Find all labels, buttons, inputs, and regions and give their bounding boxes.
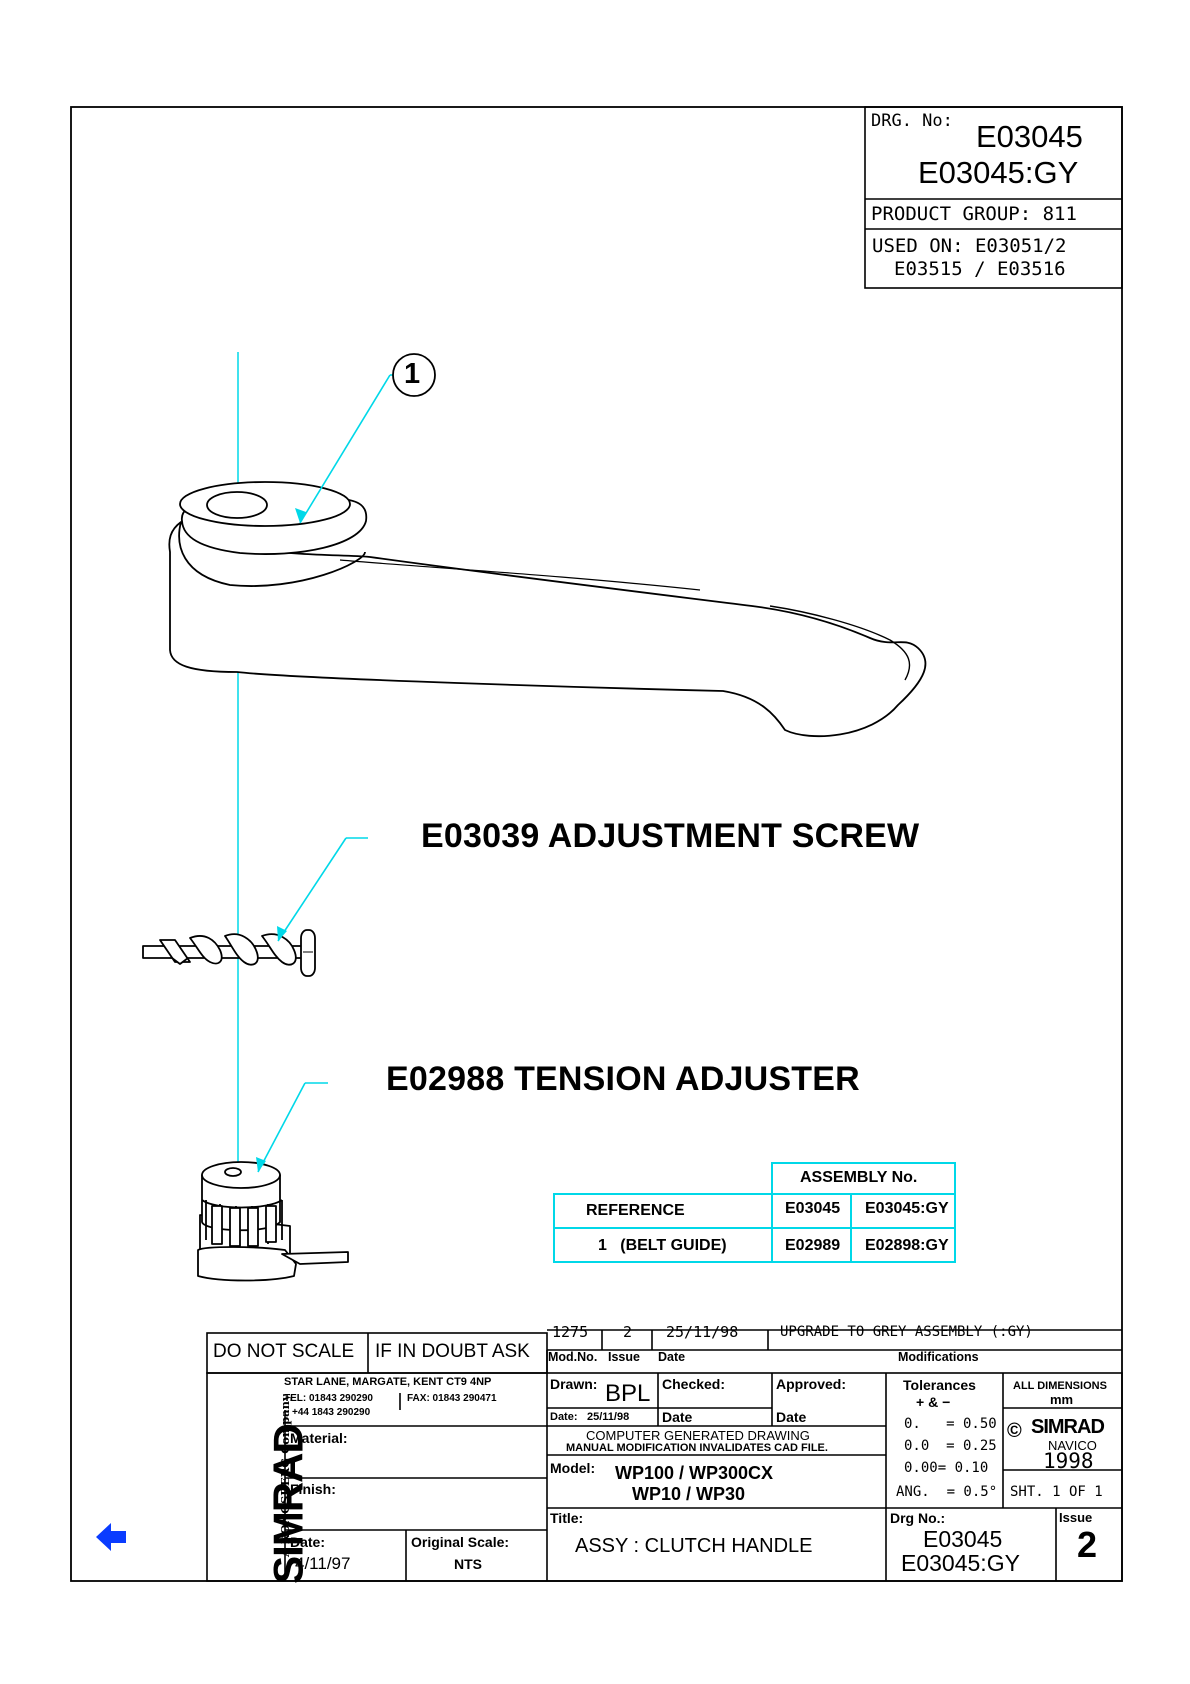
- assembly-table-lines: [553, 1162, 956, 1263]
- part-label-screw: E03039 ADJUSTMENT SCREW: [421, 817, 920, 855]
- used-on-line-2: E03515 / E03516: [894, 258, 1066, 280]
- do-not-scale: DO NOT SCALE: [213, 1341, 355, 1362]
- leader-arrowheads: [256, 508, 306, 1172]
- company-address: STAR LANE, MARGATE, KENT CT9 4NP: [284, 1376, 492, 1388]
- assembly-cell: E03045: [785, 1200, 841, 1217]
- drg-no-label-bottom: Drg No.:: [890, 1510, 946, 1526]
- used-on-line-1: USED ON: E03051/2: [872, 235, 1067, 257]
- drawn-date: 25/11/98: [587, 1411, 630, 1423]
- drawn-by: BPL: [605, 1380, 651, 1407]
- manual-modification-note: MANUAL MODIFICATION INVALIDATES CAD FILE…: [566, 1442, 828, 1454]
- back-arrow-button[interactable]: [92, 1518, 130, 1556]
- if-in-doubt-ask: IF IN DOUBT ASK: [375, 1341, 530, 1362]
- sheet-number: SHT. 1 OF 1: [1010, 1484, 1103, 1500]
- checked-label: Checked:: [662, 1376, 726, 1392]
- tolerance-2dp: 0.00= 0.10: [904, 1460, 989, 1476]
- assembly-cell: E02989: [785, 1237, 841, 1254]
- model-line-2: WP10 / WP30: [632, 1484, 746, 1504]
- drg-number-box-lines: [864, 106, 1123, 289]
- approved-label: Approved:: [776, 1376, 846, 1392]
- mod-no-header: Mod.No.: [548, 1350, 598, 1364]
- tension-adjuster-drawing: [197, 1161, 349, 1282]
- item-balloon-number: 1: [404, 358, 421, 390]
- tolerances-title: Tolerances: [903, 1377, 976, 1393]
- assembly-cell: E03045:GY: [865, 1200, 949, 1217]
- title-block-lines: [206, 1329, 1123, 1582]
- drg-number-primary: E03045: [976, 119, 1083, 154]
- approved-date-label: Date: [776, 1409, 807, 1425]
- tolerance-0dp: 0. = 0.50: [904, 1416, 997, 1432]
- date-header: Date: [658, 1350, 686, 1364]
- back-arrow-icon: [96, 1523, 126, 1551]
- leader-lines: [257, 374, 398, 1173]
- issue-label: Issue: [1059, 1510, 1093, 1525]
- drg-number-bottom-2: E03045:GY: [901, 1550, 1020, 1576]
- product-group: PRODUCT GROUP: 811: [871, 203, 1077, 225]
- mod-description: UPGRADE TO GREY ASSEMBLY (:GY): [780, 1324, 1033, 1340]
- drawn-label: Drawn:: [550, 1376, 598, 1392]
- checked-date-label: Date: [662, 1409, 693, 1425]
- model-label: Model:: [550, 1460, 596, 1476]
- dimension-units: mm: [1050, 1392, 1074, 1407]
- assembly-header: ASSEMBLY No.: [800, 1169, 918, 1186]
- original-scale-label: Original Scale:: [411, 1534, 510, 1550]
- drg-number-grey: E03045:GY: [918, 155, 1079, 190]
- company-tel-intl: +44 1843 290290: [292, 1407, 371, 1418]
- company-fax: FAX: 01843 290471: [407, 1393, 497, 1404]
- assembly-ref-row: 1 (BELT GUIDE): [598, 1237, 727, 1254]
- original-scale: NTS: [454, 1556, 482, 1572]
- drg-no-label: DRG. No:: [871, 111, 953, 131]
- date-label: Date:: [290, 1534, 326, 1550]
- drawn-date-label: Date:: [550, 1411, 578, 1423]
- modifications-header: Modifications: [898, 1350, 979, 1364]
- clutch-handle-drawing: [168, 481, 927, 738]
- assembly-ref-header: REFERENCE: [586, 1202, 685, 1219]
- computer-generated-note: COMPUTER GENERATED DRAWING: [586, 1428, 810, 1443]
- adjustment-screw-drawing: [142, 929, 316, 977]
- assembly-cell: E02898:GY: [865, 1237, 949, 1254]
- simrad-logo-small: SIMRAD: [1031, 1416, 1105, 1438]
- model-line-1: WP100 / WP300CX: [615, 1463, 774, 1483]
- mod-issue: 2: [623, 1323, 633, 1341]
- all-dimensions-label: ALL DIMENSIONS: [1013, 1380, 1107, 1392]
- company-subtitle: A KONGSBERG Company: [278, 1394, 292, 1557]
- copyright-symbol: ©: [1007, 1420, 1022, 1442]
- item-balloon-circle: [392, 353, 436, 397]
- title-label: Title:: [550, 1510, 584, 1526]
- copyright-year: 1998: [1043, 1449, 1094, 1473]
- drawing-date: 4/11/97: [295, 1554, 351, 1573]
- issue-number: 2: [1077, 1524, 1098, 1565]
- mod-date: 25/11/98: [666, 1323, 739, 1341]
- tolerance-1dp: 0.0 = 0.25: [904, 1438, 997, 1454]
- drawing-title: ASSY : CLUTCH HANDLE: [575, 1535, 813, 1557]
- finish-label: Finish:: [290, 1481, 336, 1497]
- mod-number: 1275: [552, 1323, 589, 1341]
- company-tel: TEL: 01843 290290: [284, 1393, 373, 1404]
- issue-header: Issue: [608, 1350, 640, 1364]
- navico-label: NAVICO: [1048, 1438, 1097, 1453]
- tolerance-angle: ANG. = 0.5°: [896, 1484, 998, 1500]
- part-label-adjuster: E02988 TENSION ADJUSTER: [386, 1060, 860, 1098]
- tolerances-sign: + & −: [916, 1394, 951, 1410]
- drg-number-bottom-1: E03045: [923, 1526, 1003, 1552]
- material-label: Material:: [290, 1430, 348, 1446]
